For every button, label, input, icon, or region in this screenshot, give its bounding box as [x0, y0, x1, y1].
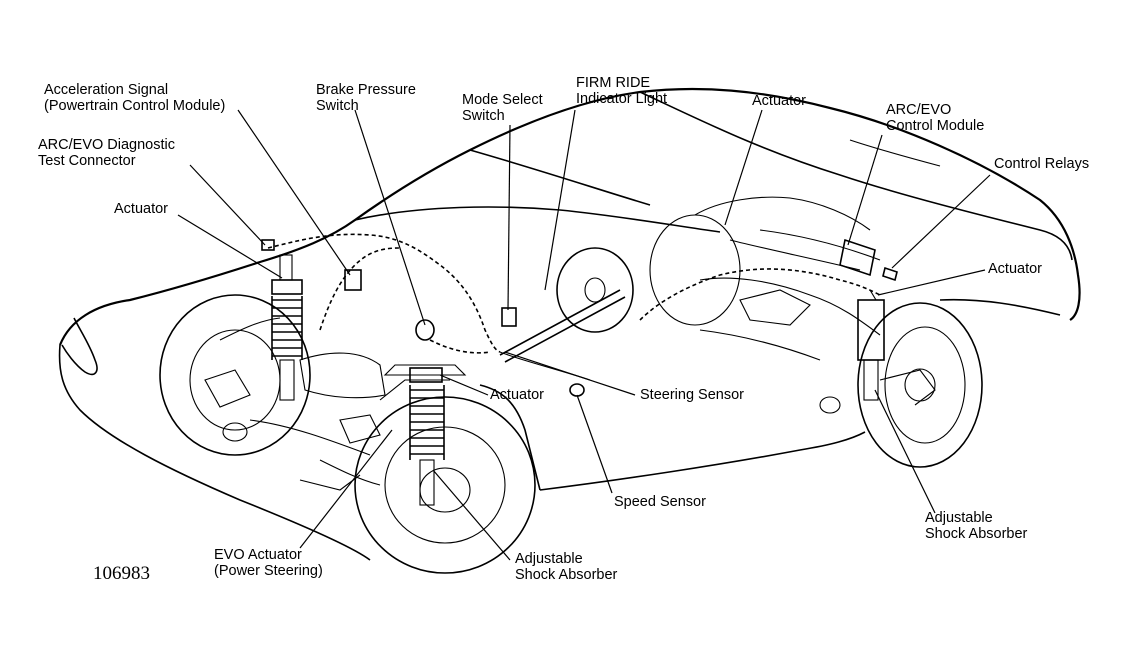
wiring-harness [267, 233, 881, 381]
front-left-wheel [159, 294, 311, 456]
rear-right-shock [857, 289, 885, 401]
accel-signal-module [344, 269, 362, 291]
front-right-strut [383, 364, 467, 506]
label-actuator-rear-right: Actuator [988, 261, 1042, 277]
engine-components [204, 317, 450, 491]
leader-lines [177, 109, 991, 561]
car-body-outline [58, 87, 1081, 561]
front-wheel [354, 396, 536, 574]
label-acceleration-signal: Acceleration Signal(Powertrain Control M… [44, 82, 226, 114]
front-left-strut [271, 254, 303, 401]
rear-left-wheel [649, 214, 741, 326]
label-actuator-rear-upper: Actuator [752, 93, 806, 109]
label-actuator-front-left: Actuator [114, 201, 168, 217]
mode-select-switch-body [501, 307, 517, 327]
diagnostic-connector-body [261, 239, 275, 251]
speed-sensor-body [569, 383, 585, 397]
label-actuator-front-right: Actuator [490, 387, 544, 403]
label-speed-sensor: Speed Sensor [614, 494, 706, 510]
control-module-body [839, 238, 876, 277]
figure-number: 106983 [93, 563, 150, 584]
label-evo-actuator: EVO Actuator(Power Steering) [214, 547, 323, 579]
label-steering-sensor: Steering Sensor [640, 387, 744, 403]
control-relays-body [882, 266, 898, 282]
rear-wheel [857, 302, 983, 468]
steering-wheel [499, 247, 634, 363]
brake-pressure-switch-body [415, 319, 435, 341]
label-control-relays: Control Relays [994, 156, 1090, 172]
rear-chassis [699, 229, 936, 414]
